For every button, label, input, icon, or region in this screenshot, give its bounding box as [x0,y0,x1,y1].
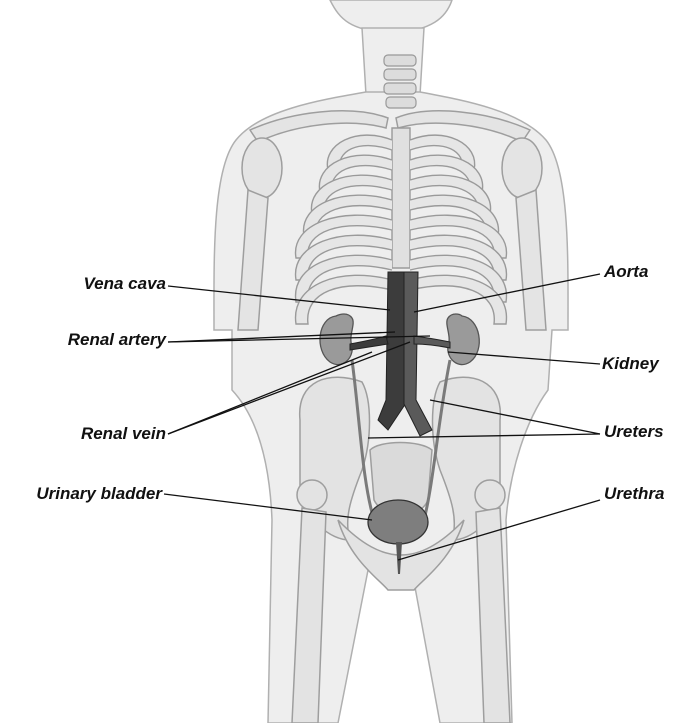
right-hip-joint [475,480,505,510]
label-renal-vein: Renal vein [81,424,166,444]
label-renal-artery: Renal artery [68,330,166,350]
label-kidney: Kidney [602,354,659,374]
left-hip-joint [297,480,327,510]
label-urethra: Urethra [604,484,664,504]
label-urinary-bladder: Urinary bladder [36,484,162,504]
urinary-bladder [368,500,428,544]
sternum [392,128,410,268]
label-vena-cava: Vena cava [83,274,166,294]
label-aorta: Aorta [604,262,648,282]
label-ureters: Ureters [604,422,664,442]
left-shoulder-joint [242,138,282,198]
right-shoulder-joint [502,138,542,198]
